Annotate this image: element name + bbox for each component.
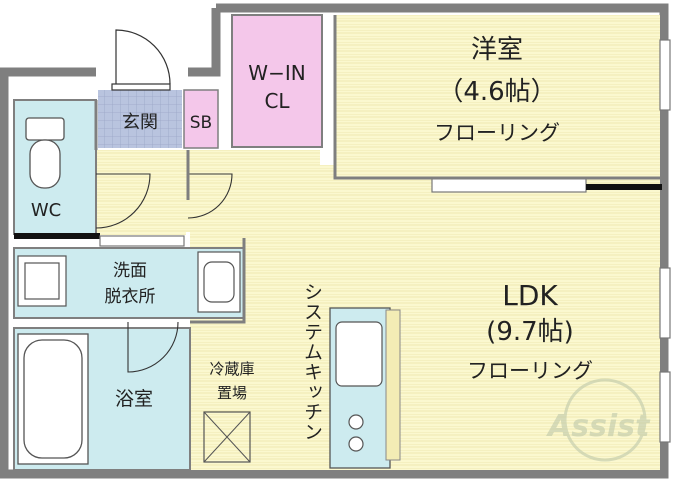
- western-room-name: 洋室: [471, 35, 523, 65]
- entry-door: [111, 29, 171, 91]
- bathtub: [17, 333, 89, 465]
- partitions: [94, 15, 660, 324]
- walkin-closet-line1: W−IN: [248, 61, 305, 85]
- ldk-name: LDK: [502, 279, 558, 312]
- walkin-closet-area: [231, 14, 323, 148]
- ldk-floor-label: フローリング: [467, 359, 593, 383]
- windows: [99, 39, 671, 443]
- svg-text:Assist: Assist: [546, 409, 651, 444]
- outer-walls: [0, 3, 669, 479]
- kitchen-label: システムキッチン: [301, 282, 323, 442]
- fridge-space: [203, 411, 251, 463]
- bath-label: 浴室: [115, 388, 153, 410]
- wall-segment: [14, 233, 100, 239]
- assist-logo: Assist: [546, 378, 651, 462]
- fridge-line2: 置場: [217, 384, 247, 402]
- shoe-box-label: SB: [190, 113, 212, 133]
- washroom-line1: 洗面: [113, 261, 147, 281]
- western-room-floor-label: フローリング: [434, 121, 560, 145]
- fridge-line1: 冷蔵庫: [209, 360, 254, 378]
- entrance-label: 玄関: [122, 112, 158, 133]
- bath-door: [127, 321, 179, 373]
- ldk-size: (9.7帖): [486, 317, 574, 347]
- walkin-closet-line2: CL: [264, 89, 290, 113]
- ldk-floor: [96, 150, 660, 470]
- toilet-label: WC: [31, 200, 61, 221]
- entrance-floor: [98, 90, 182, 148]
- washroom-line2: 脱衣所: [105, 287, 156, 307]
- fridge-space-cross: [203, 411, 251, 463]
- wall-segment: [586, 184, 662, 190]
- western-room-size: （4.6帖）: [437, 77, 556, 107]
- shoe-box-area: [183, 89, 219, 149]
- western-room-floor: [335, 15, 660, 175]
- corridor-doors: [95, 173, 233, 229]
- wash-basin: [197, 251, 241, 313]
- washing-machine-pan: [17, 255, 67, 307]
- toilet-fixture: [25, 117, 65, 189]
- kitchen-counter: [329, 307, 401, 469]
